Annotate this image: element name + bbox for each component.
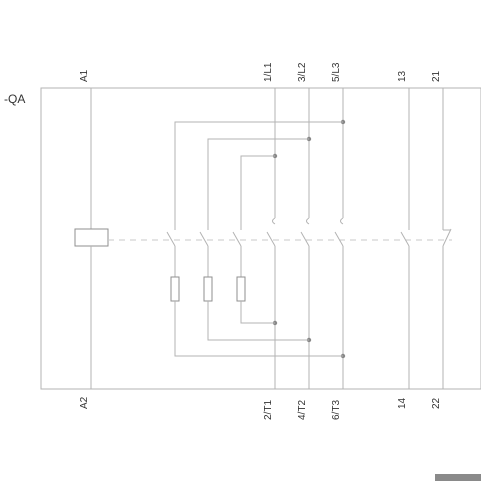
suppressor-branch-2-wire-bottom	[207, 301, 309, 341]
aux-contact-no-blade	[400, 231, 410, 247]
suppressor-branch-3-contact	[232, 231, 242, 247]
main-contact-3-bottom-label: 6/T3	[331, 400, 342, 420]
aux-contact-nc: 21 22	[431, 70, 452, 409]
suppressor-branch-1-contact	[166, 231, 176, 247]
main-contact-2-top-label: 3/L2	[297, 62, 308, 82]
aux-contact-nc-blade	[442, 228, 452, 247]
main-contact-3-blade	[334, 231, 344, 247]
suppressor-branch-3-wire-bottom	[240, 301, 275, 324]
device-tag: -QA	[4, 92, 25, 106]
main-contact-1-bottom-label: 2/T1	[263, 400, 274, 420]
main-contact-1: 1/L1 2/T1	[263, 62, 278, 420]
coil-symbol	[74, 228, 109, 247]
suppressor-branch-3	[232, 155, 275, 324]
suppressor-branch-1-wire-bottom	[174, 301, 343, 357]
suppressor-branch-2-contact	[199, 231, 209, 247]
main-contact-3-fixed-hook	[340, 217, 344, 225]
main-contact-1-top-label: 1/L1	[263, 62, 274, 82]
suppressor-branch-3-resistor	[236, 276, 246, 302]
aux-contact-nc-top-label: 21	[431, 70, 442, 82]
main-contact-2-fixed-hook	[306, 217, 310, 225]
suppressor-branch-2	[199, 138, 309, 341]
coil-label-a1: A1	[79, 69, 90, 82]
corner-mark	[435, 474, 481, 481]
aux-contact-no-bottom-label: 14	[397, 397, 408, 409]
coil-circuit: A1 A2	[74, 69, 109, 409]
main-contact-1-blade	[266, 231, 276, 247]
main-contact-1-fixed-hook	[272, 217, 276, 225]
main-contact-2-blade	[300, 231, 310, 247]
suppressor-branch-1-resistor	[170, 276, 180, 302]
main-contact-2-bottom-label: 4/T2	[297, 400, 308, 420]
device-frame	[40, 87, 481, 390]
main-contact-3-top-label: 5/L3	[331, 62, 342, 82]
suppressor-branch-1	[166, 121, 343, 357]
suppressor-branch-1-wire-top	[174, 121, 343, 230]
coil-label-a2: A2	[79, 396, 90, 409]
main-contact-3: 5/L3 6/T3	[331, 62, 346, 420]
suppressor-branch-2-wire-top	[207, 138, 309, 230]
suppressor-branch-3-wire-top	[240, 155, 275, 230]
aux-contact-nc-bottom-label: 22	[431, 397, 442, 409]
main-contact-2: 3/L2 4/T2	[297, 62, 312, 420]
suppressor-branch-2-resistor	[203, 276, 213, 302]
aux-contact-no-top-label: 13	[397, 70, 408, 82]
aux-contact-no: 13 14	[397, 70, 410, 409]
